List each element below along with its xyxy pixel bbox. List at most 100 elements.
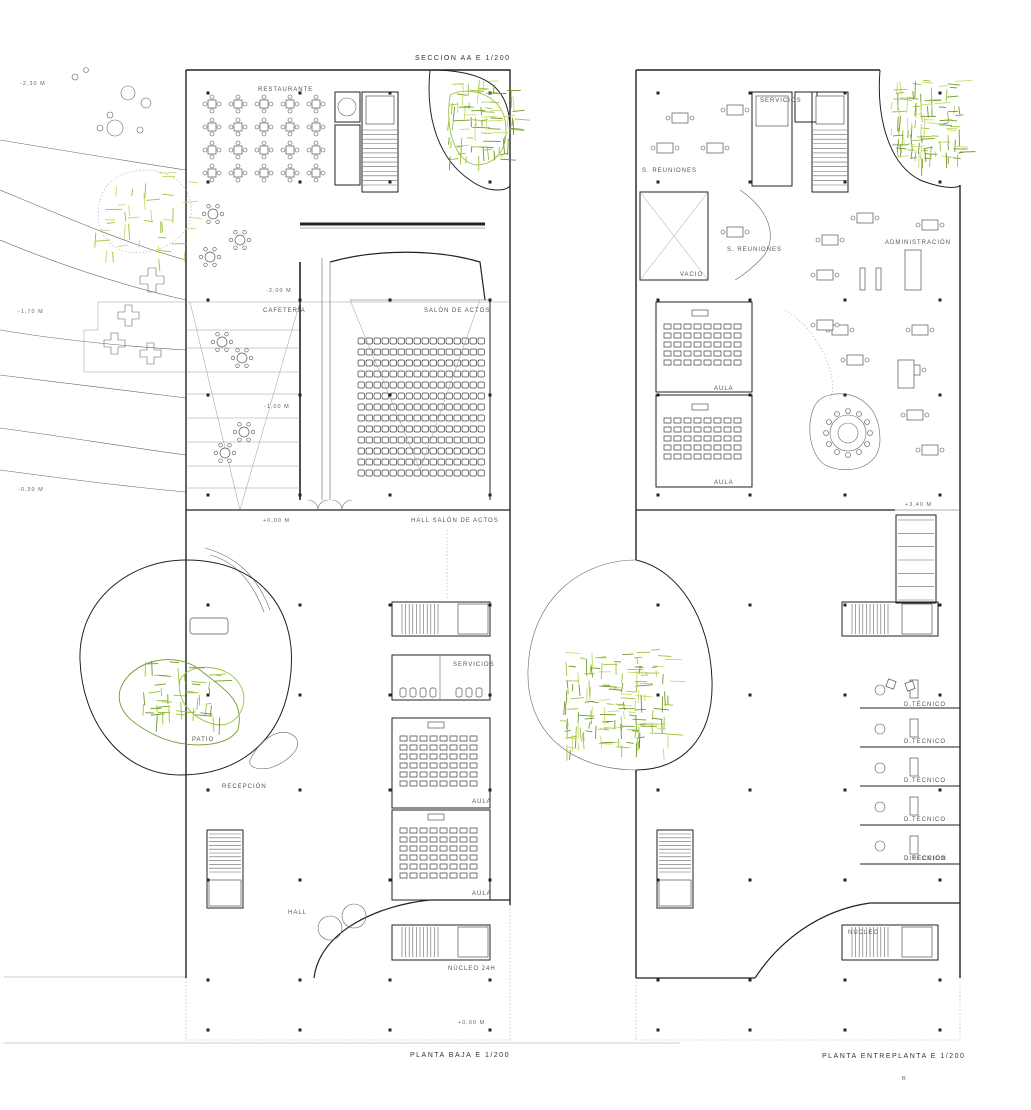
restaurant-table — [285, 168, 295, 178]
auditorium-seat — [389, 458, 397, 466]
cafeteria-stairs — [186, 347, 300, 489]
classroom-seat — [703, 323, 712, 330]
restaurant-table — [311, 99, 321, 109]
chair — [874, 215, 880, 221]
auditorium-seat — [373, 403, 381, 411]
vegetation-stroke — [209, 705, 212, 716]
auditorium-seat — [429, 348, 437, 356]
chair — [261, 131, 267, 137]
vegetation-stroke — [180, 701, 183, 720]
round-table — [216, 336, 228, 348]
vegetation-stroke — [192, 708, 195, 721]
classroom-seat — [449, 762, 458, 769]
auditorium-seat — [445, 436, 453, 444]
vegetation-stroke — [930, 87, 933, 106]
chair — [235, 177, 241, 183]
level-340: +3,40 M — [905, 502, 932, 508]
column — [748, 978, 752, 982]
vegetation-stroke — [150, 713, 165, 716]
classroom-seat — [399, 753, 408, 760]
classroom-seat — [429, 744, 438, 751]
level-000a: +0,00 M — [263, 518, 290, 524]
classroom-seat — [469, 836, 478, 843]
desk — [904, 249, 922, 291]
auditorium-seat — [365, 370, 373, 378]
classroom-seat — [419, 753, 428, 760]
classroom-seat — [439, 753, 448, 760]
toilet — [465, 687, 473, 698]
vegetation-stroke — [459, 128, 471, 130]
vegetation-stroke — [901, 130, 904, 147]
auditorium-seat — [437, 337, 445, 345]
vegetation-stroke — [652, 717, 663, 720]
desk — [726, 104, 744, 116]
classroom-seat — [439, 762, 448, 769]
vegetation-stroke — [663, 703, 674, 706]
vegetation-stroke — [507, 138, 509, 156]
chair — [306, 170, 312, 176]
chair — [313, 177, 319, 183]
scatter-circles-left — [71, 67, 152, 137]
restaurant-table — [233, 122, 243, 132]
column — [206, 978, 210, 982]
chair — [261, 177, 267, 183]
classroom-seat — [419, 762, 428, 769]
vegetation-stroke — [450, 158, 459, 161]
auditorium-seat — [389, 337, 397, 345]
vegetation-stroke — [939, 85, 948, 87]
vegetation-stroke — [661, 718, 663, 734]
chair — [724, 145, 730, 151]
auditorium-seat — [405, 337, 413, 345]
auditorium-seat — [445, 447, 453, 455]
chair — [248, 355, 254, 361]
vegetation-stroke — [448, 156, 451, 171]
vegetation-stroke — [907, 130, 909, 138]
chair — [215, 347, 220, 352]
vegetation-stroke — [212, 717, 215, 732]
classroom-seat — [683, 341, 692, 348]
classroom-seat — [439, 845, 448, 852]
label-administracion: ADMINISTRACIÓN — [885, 239, 951, 246]
column — [656, 180, 660, 184]
classroom-seat — [683, 444, 692, 451]
column — [298, 180, 302, 184]
shelf — [875, 267, 882, 291]
vegetation-stroke — [157, 705, 171, 708]
auditorium-seat — [373, 337, 381, 345]
vegetation-stroke — [503, 115, 515, 118]
classroom-seat — [733, 435, 742, 442]
vegetation-stroke — [567, 708, 579, 710]
auditorium-seat — [469, 447, 477, 455]
auditorium-seat — [381, 359, 389, 367]
chair — [209, 131, 215, 137]
restaurant-table — [259, 122, 269, 132]
classroom-seat — [439, 872, 448, 879]
vegetation-stroke — [569, 749, 571, 760]
vegetation-stroke — [512, 96, 515, 112]
chair — [313, 140, 319, 146]
chair — [924, 412, 930, 418]
vegetation-stroke — [208, 681, 211, 690]
vegetation-stroke — [112, 251, 114, 263]
column — [748, 693, 752, 697]
vegetation-stroke — [582, 732, 585, 741]
auditorium-seat — [437, 359, 445, 367]
chair — [209, 108, 215, 114]
classroom-seat — [683, 417, 692, 424]
auditorium-seat — [445, 370, 453, 378]
vegetation-stroke — [115, 186, 118, 197]
classroom-seat — [399, 762, 408, 769]
vegetation-stroke — [204, 704, 207, 717]
auditorium-seat — [437, 458, 445, 466]
vegetation-stroke — [921, 81, 934, 84]
classroom-seat — [673, 341, 682, 348]
auditorium-seat — [445, 414, 453, 422]
chair — [268, 147, 274, 153]
auditorium-seat — [421, 458, 429, 466]
auditorium-seat — [469, 469, 477, 477]
vegetation-stroke — [638, 732, 641, 749]
classroom-seat — [469, 780, 478, 787]
classroom-seat — [469, 863, 478, 870]
vegetation-stroke — [595, 725, 597, 739]
auditorium-seat — [453, 458, 461, 466]
